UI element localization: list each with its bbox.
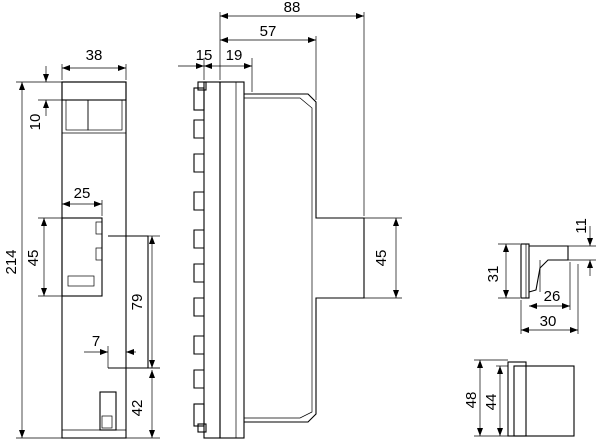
cover-body	[513, 365, 575, 437]
clip-base	[520, 243, 530, 299]
dim-front-bottom: 42	[129, 400, 146, 417]
dim-front-top-clip: 10	[27, 114, 44, 131]
side-housing	[219, 81, 245, 439]
dim-front-height: 214	[3, 249, 20, 274]
front-top-clip	[61, 81, 127, 101]
front-label-slot	[67, 275, 95, 287]
side-view	[193, 81, 365, 439]
dim-side-offset-15: 15	[196, 47, 213, 64]
dim-cover-height-44: 44	[483, 394, 500, 411]
front-dimensions: 38 10 214 25 45 79 7	[3, 47, 160, 439]
dim-clip-height-31: 31	[485, 266, 502, 283]
front-view	[61, 81, 149, 439]
side-base	[203, 81, 221, 439]
dim-front-window-height: 45	[25, 250, 42, 267]
dim-front-window-width: 25	[74, 185, 91, 202]
cover-lip	[507, 361, 527, 437]
dim-cover-height-48: 48	[463, 392, 480, 409]
side-fins	[193, 119, 204, 389]
dim-side-depth-57: 57	[260, 23, 277, 40]
side-rail-clip-top	[193, 87, 205, 111]
dim-clip-width-26: 26	[544, 288, 561, 305]
cover-dimensions: 48 44	[463, 359, 508, 437]
dim-clip-width-30: 30	[540, 313, 557, 330]
front-body	[61, 81, 127, 439]
side-rail-clip-bottom	[193, 403, 205, 427]
side-dimensions: 88 57 15 19 45	[178, 0, 402, 299]
dim-side-total-depth: 88	[284, 0, 301, 16]
front-top-slot-left	[65, 99, 89, 131]
clip-arm	[528, 245, 569, 293]
dim-clip-height-11: 11	[573, 218, 590, 234]
dim-front-width: 38	[86, 47, 103, 64]
front-top-slot-right	[87, 99, 123, 131]
front-bottom-clip	[99, 391, 117, 431]
cover-detail	[507, 361, 575, 437]
dim-front-step-height: 79	[129, 294, 146, 311]
clip-dimensions: 31 11 26 30	[485, 218, 596, 334]
dim-front-offset: 7	[92, 333, 100, 350]
dim-side-offset-19: 19	[226, 47, 243, 64]
side-profile	[244, 93, 365, 423]
dim-side-center-height: 45	[373, 250, 390, 267]
